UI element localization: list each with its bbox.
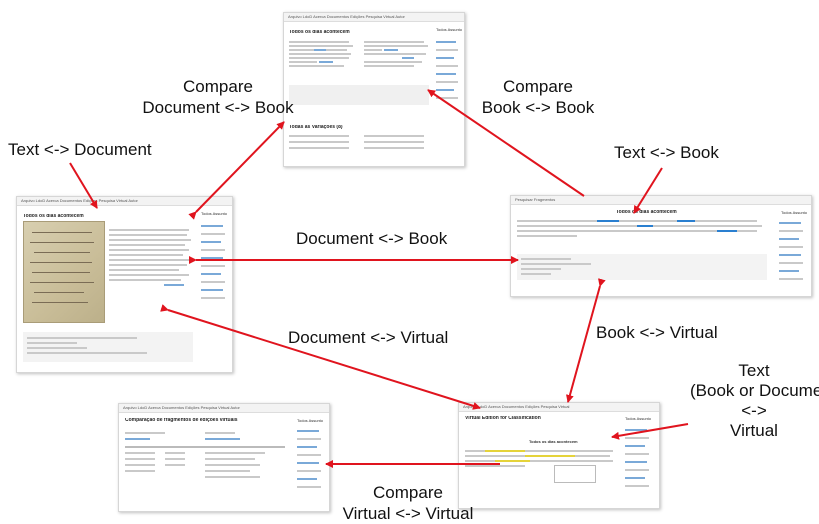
nav-bar: Pesquisar Fragmentos [511, 196, 811, 205]
nav-bar: Arquivo LdoD Acerca Documentos Edições P… [17, 197, 232, 206]
manuscript-image [23, 221, 105, 323]
arrow-document-virtual [160, 304, 481, 410]
fragment-title: Todos os dias acontecem [529, 439, 578, 444]
fragment-title: Todos os dias acontecem [23, 214, 84, 219]
arrow-text-virtual [611, 423, 689, 440]
fragment-title: Todos os dias acontecem [289, 30, 350, 35]
label-text-document: Text <-> Document [8, 140, 152, 159]
nav-bar: Arquivo LdoD Acerca Documentos Edições P… [284, 13, 464, 22]
label-document-book: Document <-> Book [296, 229, 448, 248]
label-compare-doc-book: Compare Document <-> Book [142, 77, 294, 117]
label-book-virtual: Book <-> Virtual [596, 323, 718, 342]
edition-title: Virtual Edition for Classification [465, 416, 541, 421]
side-title: Todos Assunto [781, 210, 808, 215]
arrow-compare-doc-book [188, 121, 285, 220]
arrow-compare-book-book [427, 89, 585, 197]
arrow-text-document [69, 162, 98, 209]
arrow-book-virtual [566, 278, 606, 403]
label-document-virtual: Document <-> Virtual [288, 328, 449, 347]
page-title: Comparação de fragmentos de edições virt… [125, 418, 238, 423]
label-compare-virtual-virtual: Compare Virtual <-> Virtual [342, 483, 474, 523]
side-title: Todos Assunto [436, 27, 463, 32]
label-text-book: Text <-> Book [614, 143, 719, 162]
label-compare-book-book: Compare Book <-> Book [481, 77, 595, 117]
fragment-title: Todos os dias acontecem [616, 210, 677, 215]
side-title: Todos Assunto [297, 418, 324, 423]
screenshot-right-book: Pesquisar Fragmentos Todos os dias acont… [510, 195, 812, 297]
nav-bar: Arquivo LdoD Acerca Documentos Edições P… [459, 403, 659, 412]
variations-table-title: Todas as Variações (8) [289, 125, 343, 130]
screenshot-bottom-right-virtual-edition: Arquivo LdoD Acerca Documentos Edições P… [458, 402, 660, 509]
side-title: Todos Assunto [625, 416, 652, 421]
arrow-text-book [633, 167, 663, 214]
label-text-virtual: Text (Book or Document) <-> Virtual [690, 361, 819, 440]
